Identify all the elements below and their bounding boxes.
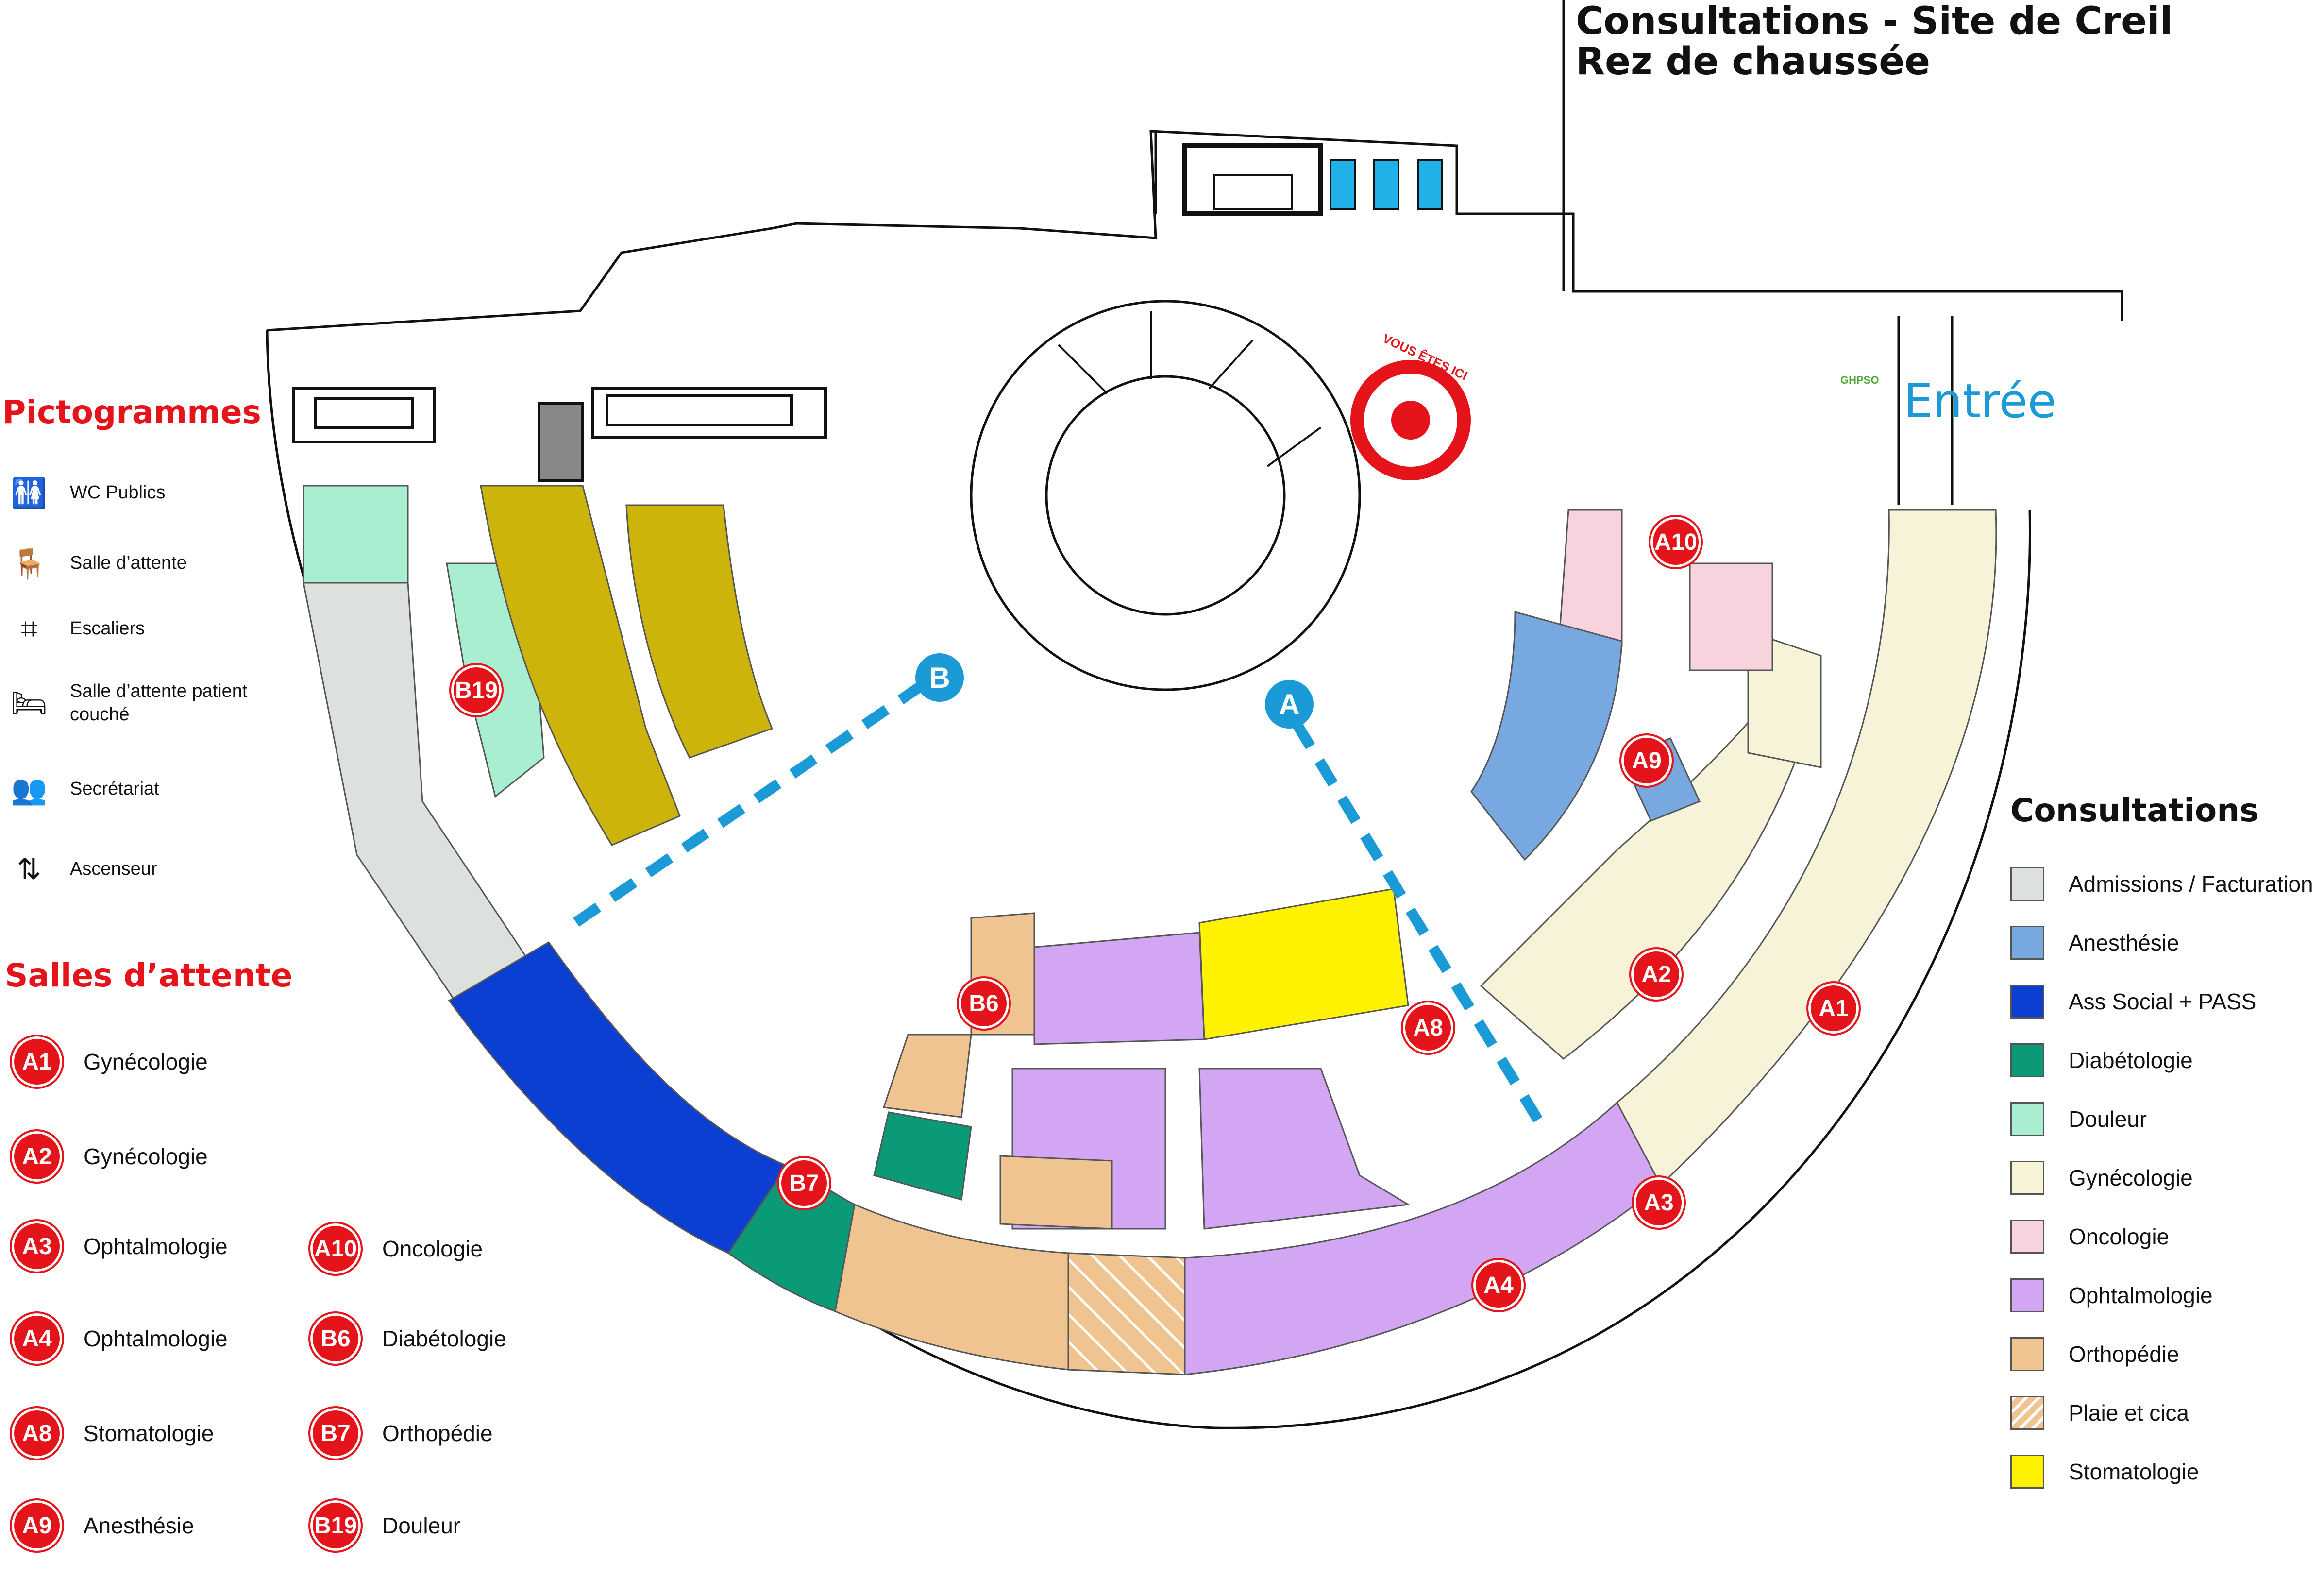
- map-badge-a3: A3: [1632, 1175, 1686, 1230]
- legend-label: Admissions / Facturation: [2069, 871, 2313, 897]
- legend-item: Ophtalmologie: [2010, 1278, 2213, 1312]
- legend-swatch: [2010, 1278, 2044, 1312]
- legend-label: Gynécologie: [2069, 1165, 2193, 1190]
- legend-label: Oncologie: [2069, 1224, 2170, 1249]
- legend-label: Douleur: [2069, 1106, 2147, 1132]
- legend-swatch: [2010, 1455, 2044, 1489]
- pictogrammes-title: Pictogrammes: [2, 393, 261, 431]
- legend-item: Ass Social + PASS: [2010, 985, 2257, 1019]
- legend-label: Ophtalmologie: [2069, 1283, 2213, 1308]
- legend-swatch: [2010, 1102, 2044, 1136]
- picto-stretcher: 🛏Salle d’attente patient couché: [0, 680, 274, 726]
- corridor-a-marker: A: [1265, 680, 1314, 729]
- picto-stairs: ⌗Escaliers: [0, 607, 274, 651]
- stretcher-icon: 🛏: [10, 687, 48, 719]
- legend-label: Orthopédie: [2069, 1341, 2179, 1367]
- legend-item: Orthopédie: [2010, 1337, 2179, 1371]
- legend-item: Stomatologie: [2010, 1455, 2199, 1489]
- legend-label: Anesthésie: [2069, 930, 2179, 955]
- picto-elevator: ⇅Ascenseur: [0, 848, 274, 891]
- picto-wc: 🚻WC Publics: [0, 471, 274, 515]
- legend-label: Diabétologie: [2069, 1048, 2193, 1073]
- map-badge-a10: A10: [1649, 515, 1703, 569]
- legend-item: Plaie et cica: [2010, 1396, 2189, 1430]
- legend-swatch: [2010, 985, 2044, 1019]
- legend-swatch: [2010, 926, 2044, 960]
- legend-item: Douleur: [2010, 1102, 2147, 1136]
- picto-secretariat: 👥Secrétariat: [0, 767, 274, 811]
- legend-label: Plaie et cica: [2069, 1400, 2189, 1426]
- legend-item: Oncologie: [2010, 1220, 2169, 1254]
- legend-label: Ass Social + PASS: [2069, 989, 2257, 1014]
- legend-item: Anesthésie: [2010, 926, 2179, 960]
- page-title: Consultations - Site de Creil: [1576, 0, 2173, 43]
- map-badge-a4: A4: [1471, 1258, 1526, 1312]
- ghpso-logo: GHPSO: [1840, 374, 1879, 386]
- map-badge-a2: A2: [1629, 947, 1684, 1002]
- legend-swatch: [2010, 1396, 2044, 1430]
- legend-label: Stomatologie: [2069, 1459, 2199, 1484]
- map-badge-b6: B7: [777, 1156, 831, 1210]
- waiting-rooms-title: Salles d’attente: [5, 957, 293, 994]
- picto-waiting: 🪑Salle d’attente: [0, 542, 274, 585]
- legend-swatch: [2010, 1337, 2044, 1371]
- entrance-label: Entrée: [1903, 374, 2056, 428]
- stairs-icon: ⌗: [21, 612, 37, 645]
- legend-item: Gynécologie: [2010, 1161, 2193, 1195]
- legend-swatch: [2010, 867, 2044, 901]
- elevator-icon: ⇅: [17, 853, 42, 885]
- map-badge-a8: A8: [1401, 1001, 1455, 1055]
- consultations-title: Consultations: [2010, 792, 2259, 829]
- corridor-b-marker: B: [915, 653, 964, 702]
- legend-swatch: [2010, 1161, 2044, 1195]
- map-badge-b19: B19: [449, 663, 504, 717]
- wc-icon: 🚻: [11, 476, 48, 509]
- map-badge-a1: A1: [1806, 981, 1861, 1036]
- map-badge-b7: B6: [957, 976, 1011, 1031]
- page-subtitle: Rez de chaussée: [1576, 40, 1930, 84]
- legend-item: Diabétologie: [2010, 1043, 2193, 1077]
- secretariat-icon: 👥: [11, 773, 48, 806]
- map-badge-a9: A9: [1619, 733, 1674, 788]
- legend-item: Admissions / Facturation: [2010, 867, 2313, 901]
- legend-swatch: [2010, 1220, 2044, 1254]
- legend-swatch: [2010, 1043, 2044, 1077]
- waiting-room-icon: 🪑: [11, 547, 48, 580]
